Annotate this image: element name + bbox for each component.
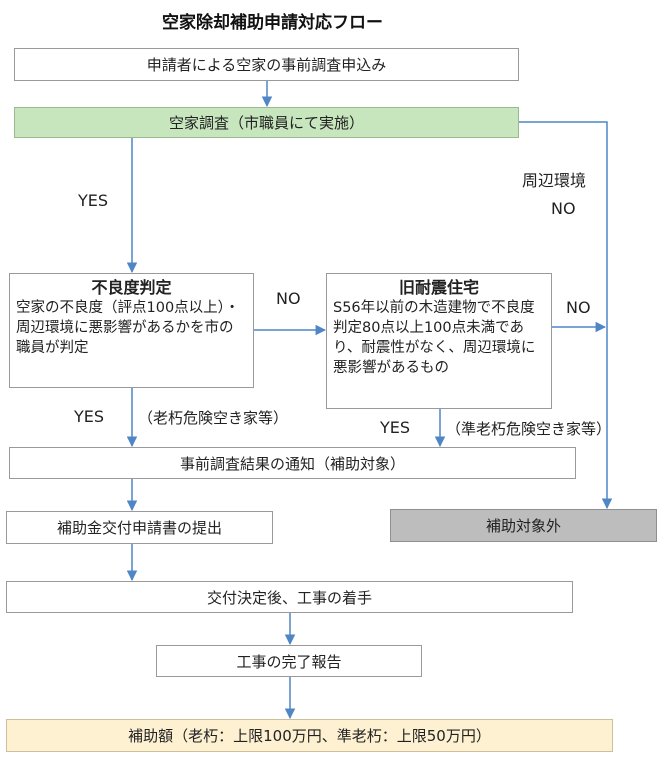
yes-label-defect: YES bbox=[74, 407, 105, 426]
defect-judgment-heading: 不良度判定 bbox=[91, 278, 172, 297]
old-seismic-box: 旧耐震住宅 S56年以前の木造建物で不良度判定80点以上100点未満であり、耐震… bbox=[326, 273, 552, 409]
page-title: 空家除却補助申請対応フロー bbox=[162, 13, 383, 33]
semi-ruined-label: （準老朽危険空き家等） bbox=[446, 420, 612, 438]
defect-judgment-box: 不良度判定 空家の不良度（評点100点以上）・周辺環境に悪影響があるかを市の職員… bbox=[9, 273, 254, 388]
apply-box: 申請者による空家の事前調査申込み bbox=[14, 48, 519, 81]
arrow-survey-excluded bbox=[519, 121, 613, 510]
yes-label-old: YES bbox=[380, 418, 411, 437]
yes-label-survey: YES bbox=[78, 191, 109, 210]
submit-box-label: 補助金交付申請書の提出 bbox=[56, 519, 222, 537]
subsidy-amount-label: 補助額（老朽：上限100万円、準老朽：上限50万円） bbox=[128, 727, 491, 745]
notice-box: 事前調査結果の通知（補助対象） bbox=[9, 447, 576, 479]
submit-box: 補助金交付申請書の提出 bbox=[6, 511, 273, 544]
survey-box: 空家調査（市職員にて実施） bbox=[14, 107, 519, 138]
excluded-box: 補助対象外 bbox=[390, 509, 657, 542]
completion-report-box: 工事の完了報告 bbox=[156, 645, 422, 677]
survey-box-label: 空家調査（市職員にて実施） bbox=[168, 114, 364, 132]
old-seismic-text: S56年以前の木造建物で不良度判定80点以上100点未満であり、耐震性がなく、周… bbox=[333, 300, 536, 376]
old-seismic-heading: 旧耐震住宅 bbox=[398, 278, 479, 297]
construction-start-box: 交付決定後、工事の着手 bbox=[6, 581, 573, 613]
no-label-old: NO bbox=[566, 298, 591, 317]
no-label-env: NO bbox=[551, 199, 576, 218]
no-label-defect: NO bbox=[276, 289, 301, 308]
notice-box-label: 事前調査結果の通知（補助対象） bbox=[179, 454, 405, 473]
apply-box-label: 申請者による空家の事前調査申込み bbox=[146, 56, 387, 74]
subsidy-amount-box: 補助額（老朽：上限100万円、準老朽：上限50万円） bbox=[6, 719, 613, 752]
ruined-label: （老朽危険空き家等） bbox=[138, 409, 289, 427]
env-label: 周辺環境 bbox=[522, 171, 587, 190]
construction-start-label: 交付決定後、工事の着手 bbox=[206, 588, 372, 607]
completion-report-label: 工事の完了報告 bbox=[236, 652, 342, 671]
defect-judgment-text: 空家の不良度（評点100点以上）・周辺環境に悪影響があるかを市の職員が判定 bbox=[16, 300, 240, 356]
excluded-box-label: 補助対象外 bbox=[485, 517, 561, 535]
